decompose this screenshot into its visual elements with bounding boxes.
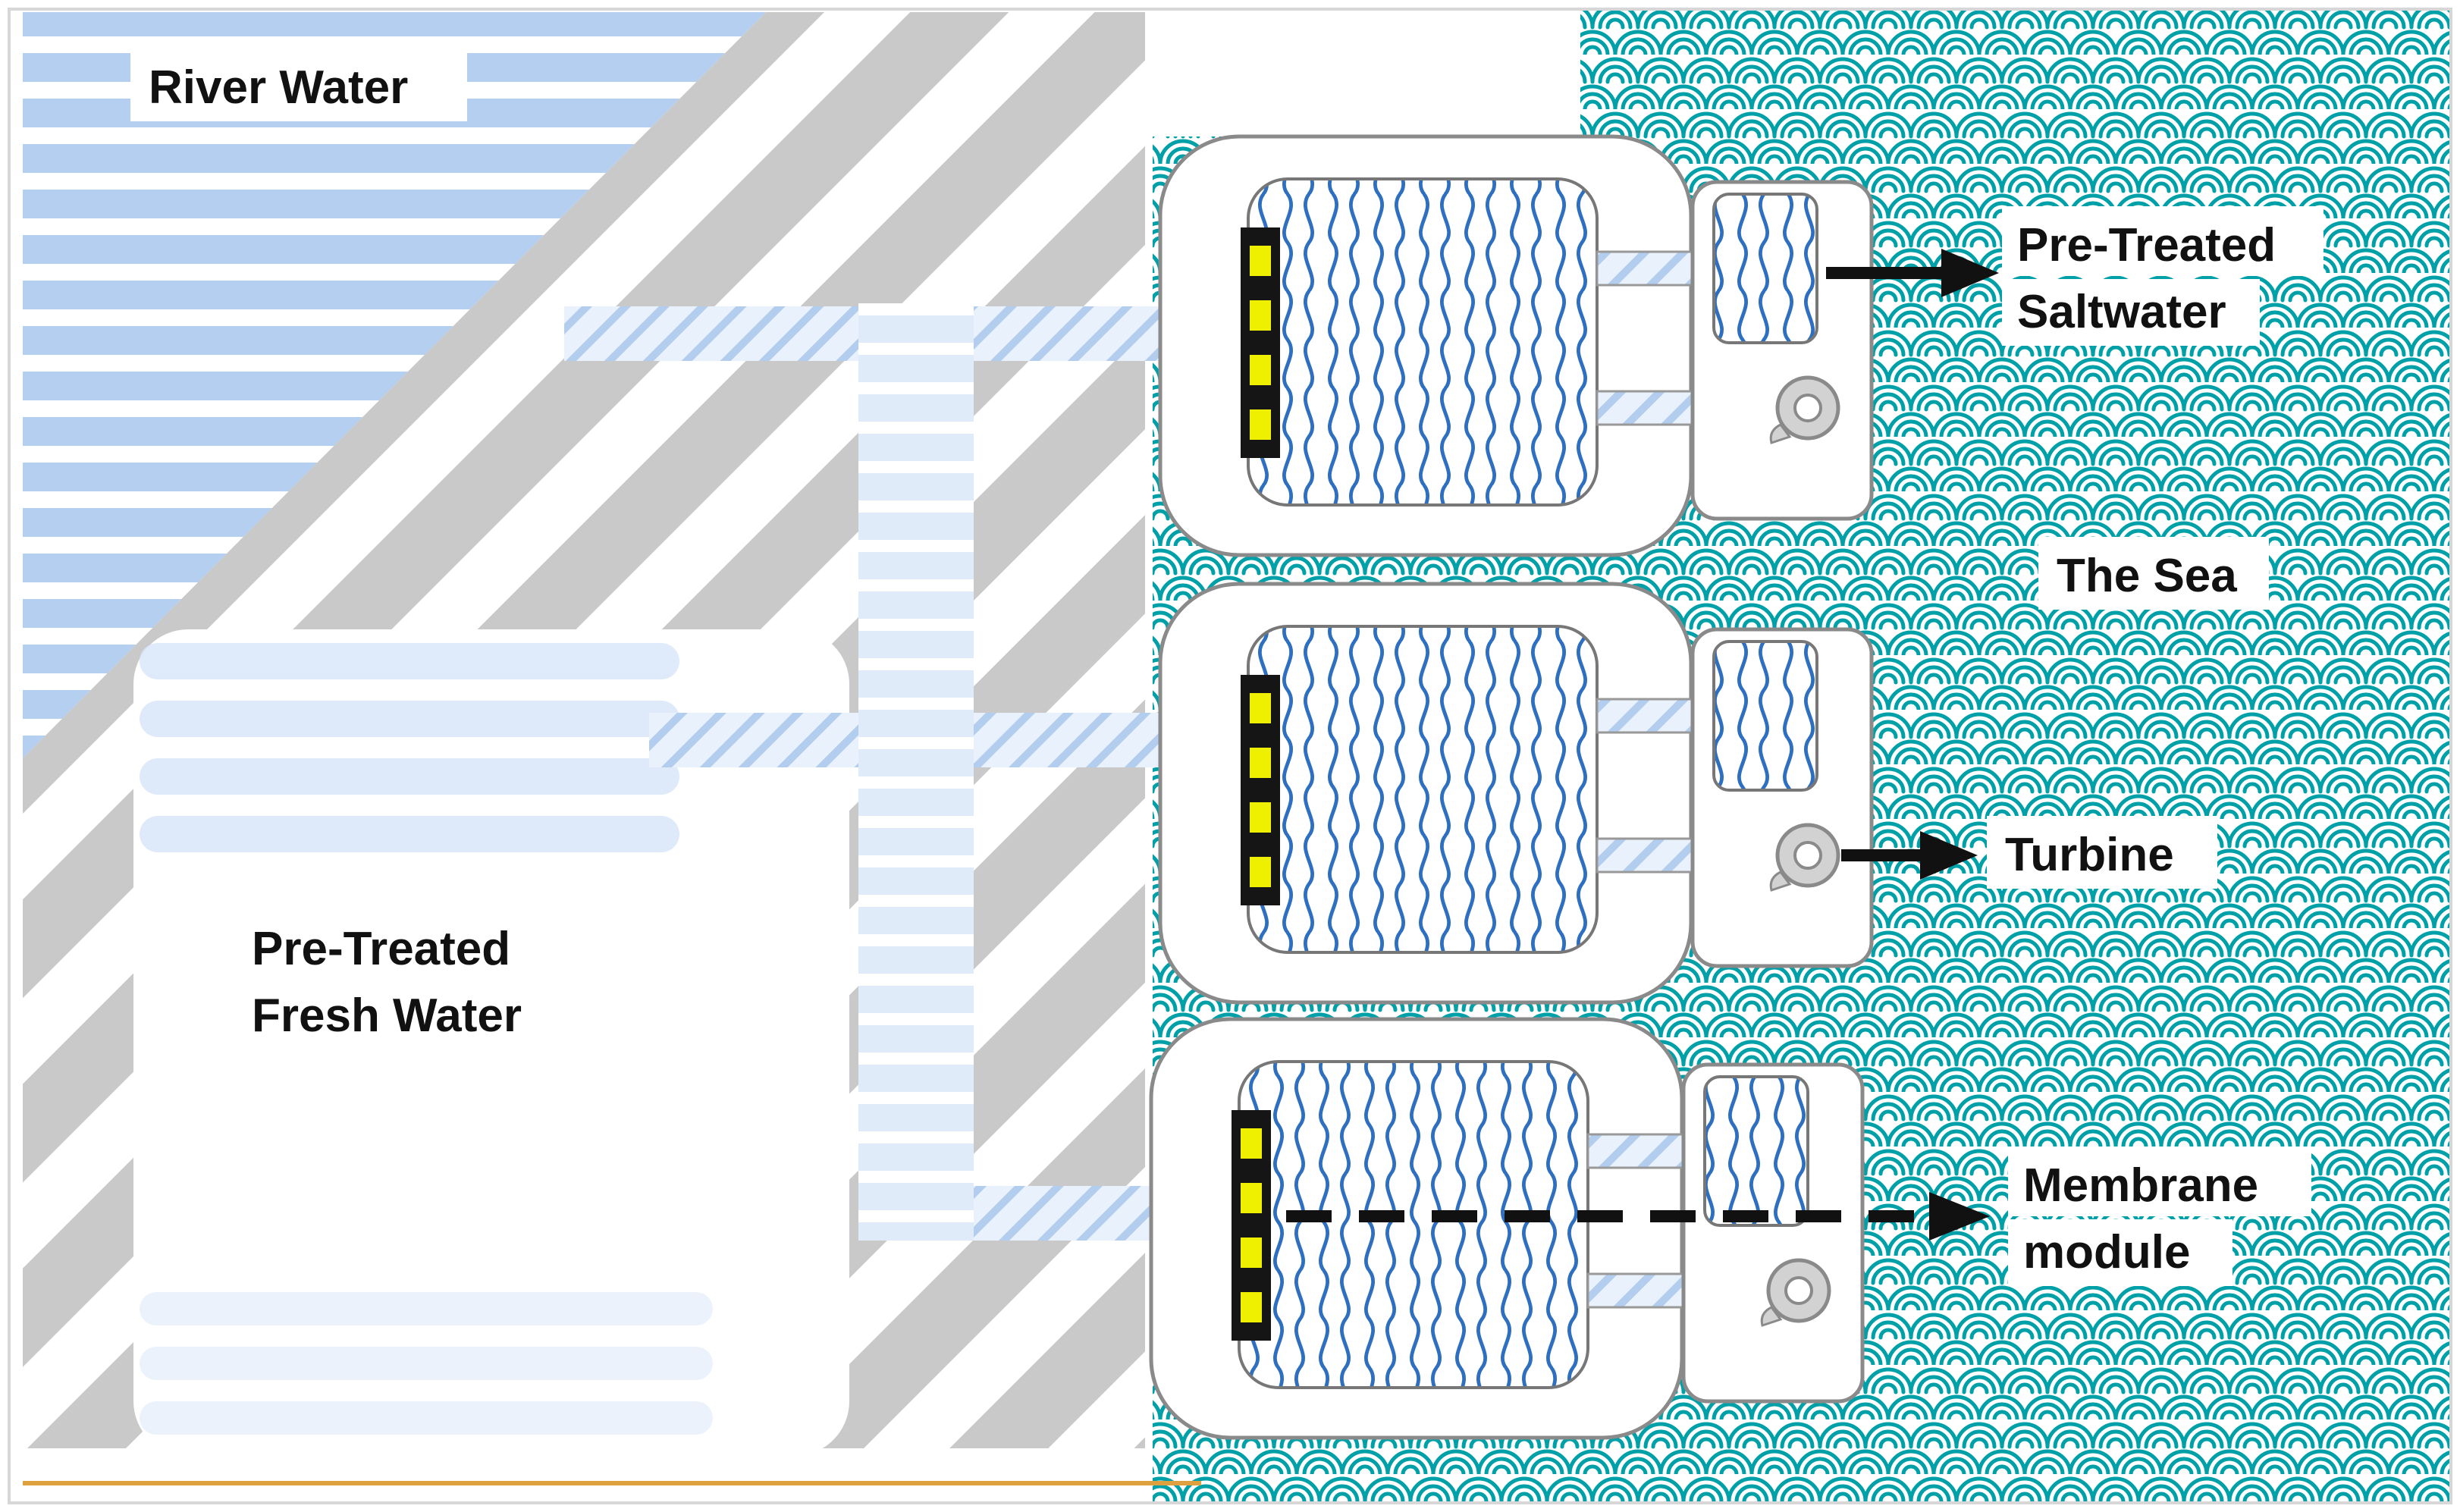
label-bg <box>2038 537 2269 610</box>
arrowhead-icon <box>1929 1192 1990 1241</box>
membrane-module-3 <box>1151 1019 1862 1438</box>
pump-icon <box>1769 375 1840 444</box>
freshwater-tank-stripes <box>140 643 679 852</box>
membrane-module-2 <box>1160 584 1872 1002</box>
river-water-text: River Water <box>149 61 408 114</box>
label-bg <box>2008 1219 2233 1286</box>
label-bg <box>2008 1147 2311 1216</box>
label-bg <box>1987 816 2217 889</box>
pre-treated-fresh-water-line1: Pre-Treated <box>252 923 510 975</box>
membrane-connector <box>1241 227 1280 458</box>
membrane-vessel <box>1247 177 1599 507</box>
the-sea-text: The Sea <box>2057 550 2237 602</box>
label-bg <box>130 49 467 121</box>
pre-treated-saltwater-line2: Saltwater <box>2017 286 2226 338</box>
arrowhead-icon <box>1920 831 1978 880</box>
label-membrane-module: Membrane module <box>2008 1147 2311 1286</box>
label-the-sea: The Sea <box>2038 537 2269 610</box>
membrane-module-line2: module <box>2023 1226 2190 1278</box>
arrow-turbine <box>1841 831 1978 880</box>
pre-treated-saltwater-line1: Pre-Treated <box>2017 219 2276 271</box>
label-river-water: River Water <box>130 49 467 121</box>
sea-white-patch <box>1153 9 1580 136</box>
pre-treated-fresh-water-line2: Fresh Water <box>252 990 522 1042</box>
arrowhead-icon <box>1941 249 1999 297</box>
border-frame <box>8 8 2452 1504</box>
label-pre-treated-saltwater: Pre-Treated Saltwater <box>2002 206 2324 346</box>
freshwater-faint-stripes <box>140 1292 713 1435</box>
saltwater-wave-box <box>1712 193 1818 344</box>
label-bg <box>2002 279 2260 346</box>
freshwater-manifold <box>858 303 974 1241</box>
arrow-pretreated-saltwater <box>1826 249 1999 297</box>
label-pre-treated-fresh-water: Pre-Treated Fresh Water <box>237 910 576 1049</box>
membrane-module-line1: Membrane <box>2023 1159 2258 1212</box>
membrane-module-1 <box>1158 134 1874 557</box>
label-turbine: Turbine <box>1987 816 2217 889</box>
turbine-text: Turbine <box>2005 829 2174 881</box>
label-bg <box>2002 206 2324 276</box>
arrow-membrane-module <box>1286 1192 1990 1241</box>
label-bg <box>237 910 576 1049</box>
